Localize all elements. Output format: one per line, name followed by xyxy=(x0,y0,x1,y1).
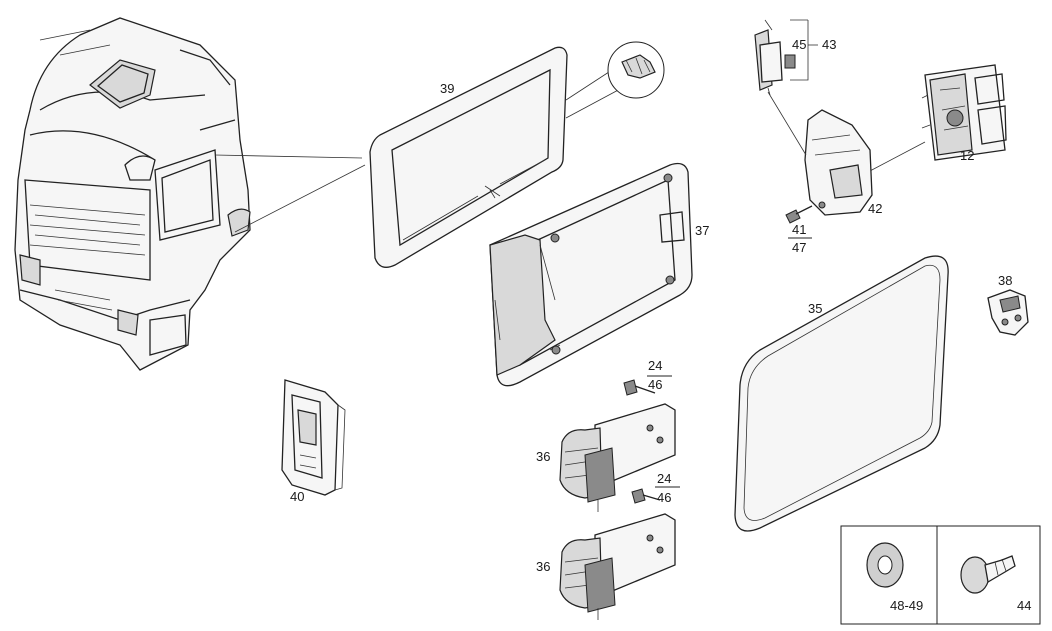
label-43: 43 xyxy=(822,37,836,52)
label-39: 39 xyxy=(440,81,454,96)
leader-line xyxy=(867,141,926,173)
label-46-upper: 46 xyxy=(648,377,662,392)
label-37: 37 xyxy=(695,223,709,238)
label-47: 47 xyxy=(792,240,806,255)
part-38-clip xyxy=(987,289,1029,336)
part-39-door-seal xyxy=(369,46,568,268)
part-12-lock-mechanism xyxy=(921,64,1007,161)
leader-line xyxy=(214,154,363,159)
label-38: 38 xyxy=(998,273,1012,288)
label-24-upper: 24 xyxy=(648,358,662,373)
label-12: 12 xyxy=(960,148,974,163)
part-36-hinge-lower xyxy=(559,513,676,620)
label-40: 40 xyxy=(290,489,304,504)
label-35: 35 xyxy=(808,301,822,316)
label-45: 45 xyxy=(792,37,806,52)
part-41-47-screw xyxy=(785,205,813,239)
label-36-upper: 36 xyxy=(536,449,550,464)
seal-clip-detail xyxy=(565,41,665,119)
label-36-lower: 36 xyxy=(536,559,550,574)
part-37-door-panel xyxy=(489,162,693,387)
part-24-46-bolt-lower xyxy=(631,486,680,504)
part-40-door-handle xyxy=(281,379,346,496)
label-24-lower: 24 xyxy=(657,471,671,486)
leader-line xyxy=(234,164,366,233)
label-44: 44 xyxy=(1017,598,1031,613)
part-35-window-glass xyxy=(734,255,949,532)
leader-line xyxy=(767,91,807,156)
label-48-49: 48-49 xyxy=(890,598,923,613)
label-41: 41 xyxy=(792,222,806,237)
label-46-lower: 46 xyxy=(657,490,671,505)
part-24-46-bolt-upper xyxy=(623,375,672,396)
truck-cab-illustration xyxy=(14,17,251,371)
part-44-push-rivet xyxy=(960,555,1016,594)
part-45-43-latch-clip xyxy=(754,19,818,96)
part-42-lock-cover xyxy=(804,109,873,216)
part-36-hinge-upper xyxy=(559,403,676,512)
label-42: 42 xyxy=(868,201,882,216)
part-48-49-washer xyxy=(866,542,904,588)
